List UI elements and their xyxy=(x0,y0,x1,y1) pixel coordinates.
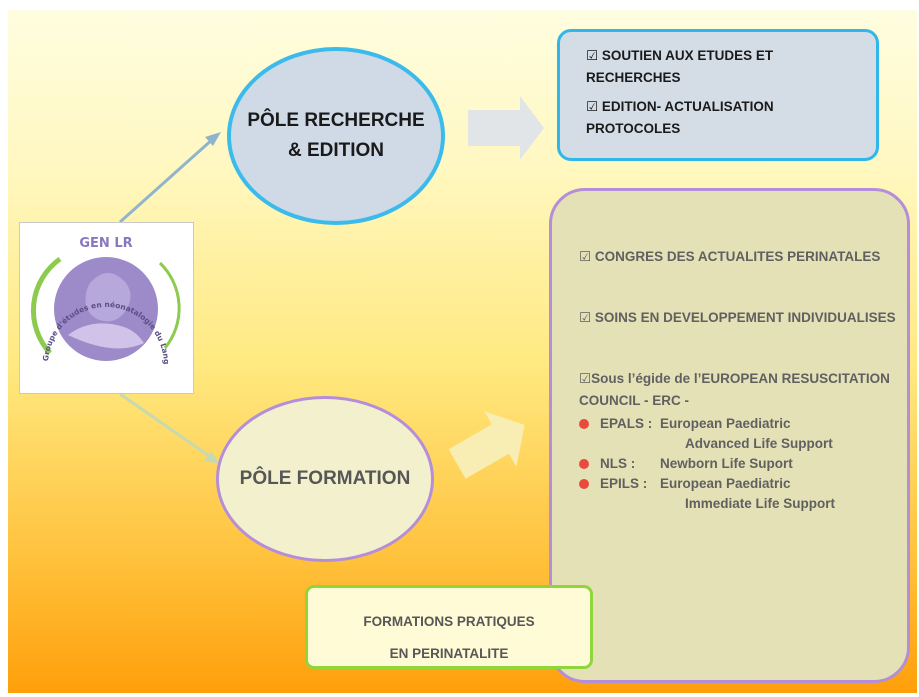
subitem-key: EPALS : xyxy=(600,416,653,431)
subitem-value-line2: Immediate Life Support xyxy=(685,496,836,511)
recherche-actions-box: ☑ SOUTIEN AUX ETUDES ET RECHERCHES ☑ EDI… xyxy=(557,29,879,161)
formation-actions-box: ☑ CONGRES DES ACTUALITES PERINATALES ☑ S… xyxy=(549,188,910,683)
subitem-key: NLS : xyxy=(600,456,636,471)
recherche-item-2: ☑ EDITION- ACTUALISATION PROTOCOLES xyxy=(586,99,774,136)
formation-subitem-epals: EPALS : European Paediatric Advanced Lif… xyxy=(579,414,899,454)
pole-formation-label: PÔLE FORMATION xyxy=(239,468,411,489)
subitem-key: EPILS : xyxy=(600,476,648,491)
formation-item-soins: ☑ SOINS EN DEVELOPPEMENT INDIVIDUALISES xyxy=(579,310,896,325)
subitem-value-line1: European Paediatric xyxy=(660,476,791,491)
subitem-value: European Paediatric Advanced Life Suppor… xyxy=(660,414,899,454)
pole-recherche-node: PÔLE RECHERCHE & EDITION xyxy=(227,47,445,225)
recherche-item-1: ☑ SOUTIEN AUX ETUDES ET RECHERCHES xyxy=(586,48,774,85)
subitem-value: Newborn Life Suport xyxy=(660,454,899,474)
formation-subitem-epils: EPILS : European Paediatric Immediate Li… xyxy=(579,474,899,514)
formations-pratiques-box: FORMATIONS PRATIQUES EN PERINATALITE xyxy=(305,585,593,669)
subitem-value-line1: European Paediatric xyxy=(660,416,791,431)
pole-recherche-label: PÔLE RECHERCHE & EDITION xyxy=(247,110,425,161)
pole-formation-node: PÔLE FORMATION xyxy=(216,396,434,562)
logo-acronym: GEN LR xyxy=(79,236,132,251)
formations-line-1: FORMATIONS PRATIQUES xyxy=(363,614,535,629)
formations-line-2: EN PERINATALITE xyxy=(389,646,509,661)
logo-graphic: Groupe d'études en néonatalogie du Langu… xyxy=(20,223,181,365)
formation-item-erc: ☑Sous l’égide de l’EUROPEAN RESUSCITATIO… xyxy=(579,371,890,408)
formation-item-congres: ☑ CONGRES DES ACTUALITES PERINATALES xyxy=(579,249,881,264)
subitem-value-line1: Newborn Life Suport xyxy=(660,456,793,471)
red-bullet-icon xyxy=(579,419,589,429)
red-bullet-icon xyxy=(579,459,589,469)
subitem-value-line2: Advanced Life Support xyxy=(685,436,833,451)
subitem-value: European Paediatric Immediate Life Suppo… xyxy=(660,474,899,514)
gen-lr-logo: Groupe d'études en néonatalogie du Langu… xyxy=(19,222,194,394)
red-bullet-icon xyxy=(579,479,589,489)
formation-subitem-nls: NLS : Newborn Life Suport xyxy=(579,454,899,474)
